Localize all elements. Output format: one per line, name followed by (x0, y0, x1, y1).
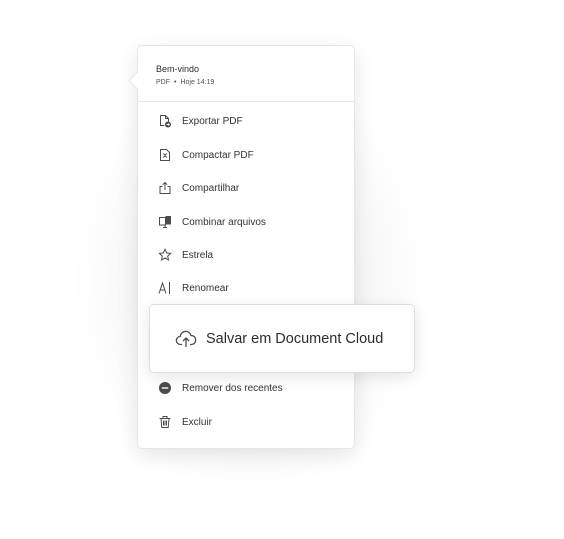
meta-separator: • (174, 79, 177, 86)
menu-item-label: Compactar PDF (182, 149, 254, 161)
menu-item-star[interactable]: Estrela (138, 241, 354, 269)
remove-circle-icon (158, 381, 172, 395)
menu-item-label: Remover dos recentes (182, 382, 283, 394)
menu-item-label: Exportar PDF (182, 115, 243, 127)
menu-item-label: Renomear (182, 282, 229, 294)
menu-item-label: Compartilhar (182, 182, 240, 194)
menu-item-rename[interactable]: Renomear (138, 274, 354, 302)
combine-files-icon (158, 215, 172, 229)
save-to-document-cloud-button[interactable]: Salvar em Document Cloud (149, 304, 415, 373)
menu-item-compress-pdf[interactable]: Compactar PDF (138, 141, 354, 169)
menu-item-label: Combinar arquivos (182, 216, 266, 228)
file-modified: Hoje 14:19 (180, 79, 215, 86)
menu-item-export-pdf[interactable]: Exportar PDF (138, 107, 354, 135)
menu-item-share[interactable]: Compartilhar (138, 174, 354, 202)
share-icon (158, 181, 172, 195)
menu-item-delete[interactable]: Excluir (138, 408, 354, 436)
file-type: PDF (156, 79, 170, 86)
file-meta: PDF •Hoje 14:19 (156, 78, 336, 88)
file-name: Bem-vindo (156, 64, 200, 74)
menu-item-label: Estrela (182, 249, 214, 261)
export-pdf-icon (158, 114, 172, 128)
context-menu: Bem-vindo PDF •Hoje 14:19 Exportar PDF (128, 45, 355, 449)
menu-item-remove-recent[interactable]: Remover dos recentes (138, 374, 354, 402)
menu-item-label: Excluir (182, 416, 213, 428)
save-to-document-cloud-label: Salvar em Document Cloud (206, 330, 384, 347)
menu-item-combine-files[interactable]: Combinar arquivos (138, 208, 354, 236)
file-info-header: Bem-vindo PDF •Hoje 14:19 (138, 46, 354, 102)
rename-icon (158, 281, 172, 295)
trash-icon (158, 415, 172, 429)
star-icon (158, 248, 172, 262)
cloud-upload-icon (175, 328, 197, 350)
compress-pdf-icon (158, 148, 172, 162)
